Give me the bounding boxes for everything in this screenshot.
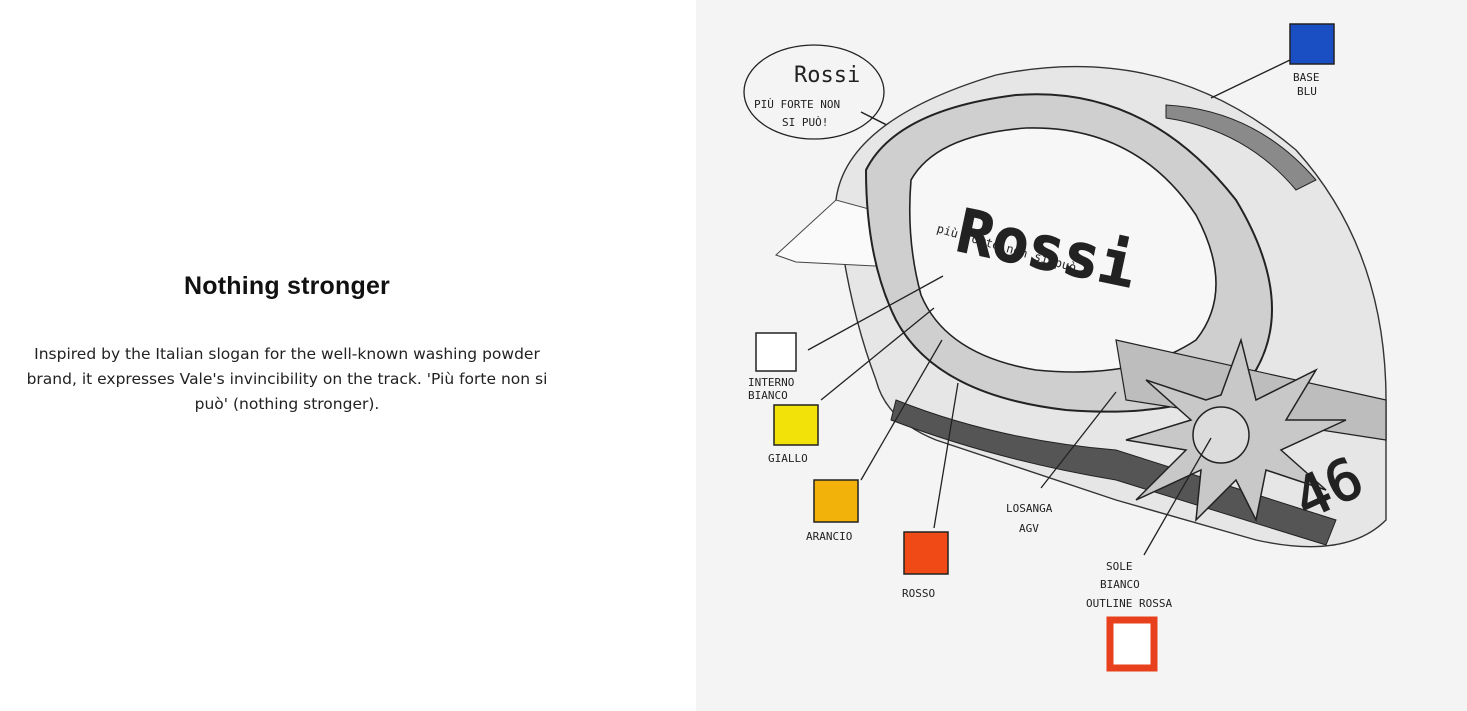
text-panel: Nothing stronger Inspired by the Italian… — [0, 0, 696, 711]
svg-text:BIANCO: BIANCO — [748, 389, 788, 402]
swatch-interno-bianco: INTERNO BIANCO — [748, 275, 944, 402]
bubble-name: Rossi — [794, 63, 860, 88]
swatch-base-blu: BASE BLU — [1210, 23, 1335, 99]
svg-text:GIALLO: GIALLO — [768, 452, 808, 465]
svg-text:ARANCIO: ARANCIO — [806, 530, 852, 543]
svg-text:BIANCO: BIANCO — [1100, 578, 1140, 591]
svg-text:SOLE: SOLE — [1106, 560, 1133, 573]
swatch-rosso: ROSSO — [902, 382, 959, 600]
section-description: Inspired by the Italian slogan for the w… — [26, 345, 548, 413]
svg-text:LOSANGA: LOSANGA — [1006, 502, 1053, 515]
swatch-arancio: ARANCIO — [806, 339, 943, 543]
svg-text:BASE: BASE — [1293, 71, 1320, 84]
section-title: Nothing stronger — [184, 272, 390, 300]
swatch-giallo: GIALLO — [768, 307, 935, 465]
helmet-drawing: Rossi più forte non si può 46 — [775, 65, 1387, 548]
helmet-sketch-illustration: Rossi PIÙ FORTE NON SI PUÒ! Rossi più fo… — [743, 23, 1387, 672]
svg-text:INTERNO: INTERNO — [748, 376, 794, 389]
svg-text:ROSSO: ROSSO — [902, 587, 935, 600]
svg-text:BLU: BLU — [1297, 85, 1317, 98]
svg-text:OUTLINE ROSSA: OUTLINE ROSSA — [1086, 597, 1172, 610]
bubble-slogan-line2: SI PUÒ! — [782, 116, 828, 129]
swatch-sole-bianco: SOLE BIANCO OUTLINE ROSSA — [1086, 437, 1212, 672]
label-losanga-agv: LOSANGA AGV — [1006, 391, 1117, 535]
helmet-sketch-panel: Rossi PIÙ FORTE NON SI PUÒ! Rossi più fo… — [696, 0, 1467, 711]
svg-text:AGV: AGV — [1019, 522, 1039, 535]
sun-logo — [1125, 337, 1347, 523]
bubble-slogan-line1: PIÙ FORTE NON — [754, 98, 840, 111]
